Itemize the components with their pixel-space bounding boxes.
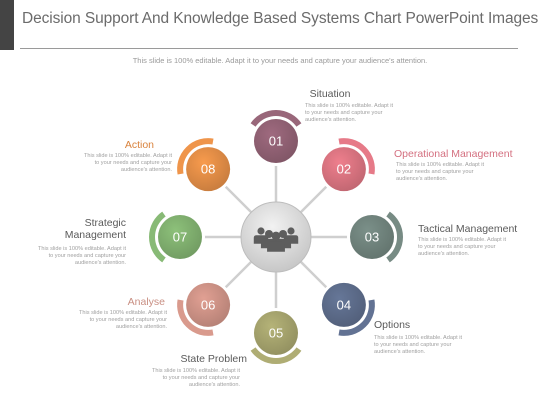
node-desc-08: This slide is 100% editable. Adapt it to… — [84, 153, 172, 173]
node-number-04: 04 — [337, 297, 351, 312]
slide-title: Decision Support And Knowledge Based Sys… — [22, 10, 539, 27]
node-number-07: 07 — [173, 230, 187, 245]
node-desc-05: This slide is 100% editable. Adapt it to… — [152, 368, 240, 388]
node-number-08: 08 — [201, 162, 215, 177]
node-circle-01 — [254, 119, 298, 163]
node-arc-01 — [250, 110, 302, 129]
node-desc-03: This slide is 100% editable. Adapt it to… — [418, 237, 506, 257]
node-number-02: 02 — [337, 162, 351, 177]
node-desc-01: This slide is 100% editable. Adapt it to… — [305, 103, 393, 123]
node-circle-07 — [158, 215, 202, 259]
node-circle-02 — [321, 147, 366, 192]
node-label-08: Action — [124, 139, 154, 151]
node-label-07: Strategic Management — [64, 217, 126, 241]
node-circle-06 — [186, 282, 231, 327]
title-accent-bar — [0, 0, 14, 50]
node-arc-02 — [338, 138, 375, 175]
node-label-02: Operational Management — [394, 148, 513, 160]
node-circle-08 — [186, 147, 231, 192]
node-arc-05 — [250, 345, 302, 364]
node-circle-05 — [254, 311, 298, 355]
node-arc-04 — [338, 299, 375, 336]
slide-subtitle: This slide is 100% editable. Adapt it to… — [132, 56, 428, 65]
node-desc-07: This slide is 100% editable. Adapt it to… — [38, 246, 126, 266]
node-circle-03 — [350, 215, 394, 259]
node-desc-04: This slide is 100% editable. Adapt it to… — [374, 335, 462, 355]
node-arc-08 — [177, 138, 214, 175]
node-arc-06 — [177, 299, 214, 336]
people-group-icon — [253, 227, 299, 252]
node-label-03: Tactical Management — [418, 223, 518, 235]
node-arc-03 — [384, 211, 403, 263]
title-divider — [20, 48, 518, 49]
node-desc-06: This slide is 100% editable. Adapt it to… — [79, 310, 167, 330]
node-label-04: Options — [374, 319, 411, 331]
node-number-06: 06 — [201, 297, 215, 312]
node-number-05: 05 — [269, 326, 283, 341]
node-number-01: 01 — [269, 134, 283, 149]
node-number-03: 03 — [365, 230, 379, 245]
node-circle-04 — [321, 282, 366, 327]
node-desc-02: This slide is 100% editable. Adapt it to… — [396, 162, 484, 182]
node-arc-07 — [149, 211, 168, 263]
node-label-06: Analyse — [127, 296, 165, 308]
node-label-01: Situation — [309, 88, 351, 100]
node-label-05: State Problem — [180, 353, 247, 365]
